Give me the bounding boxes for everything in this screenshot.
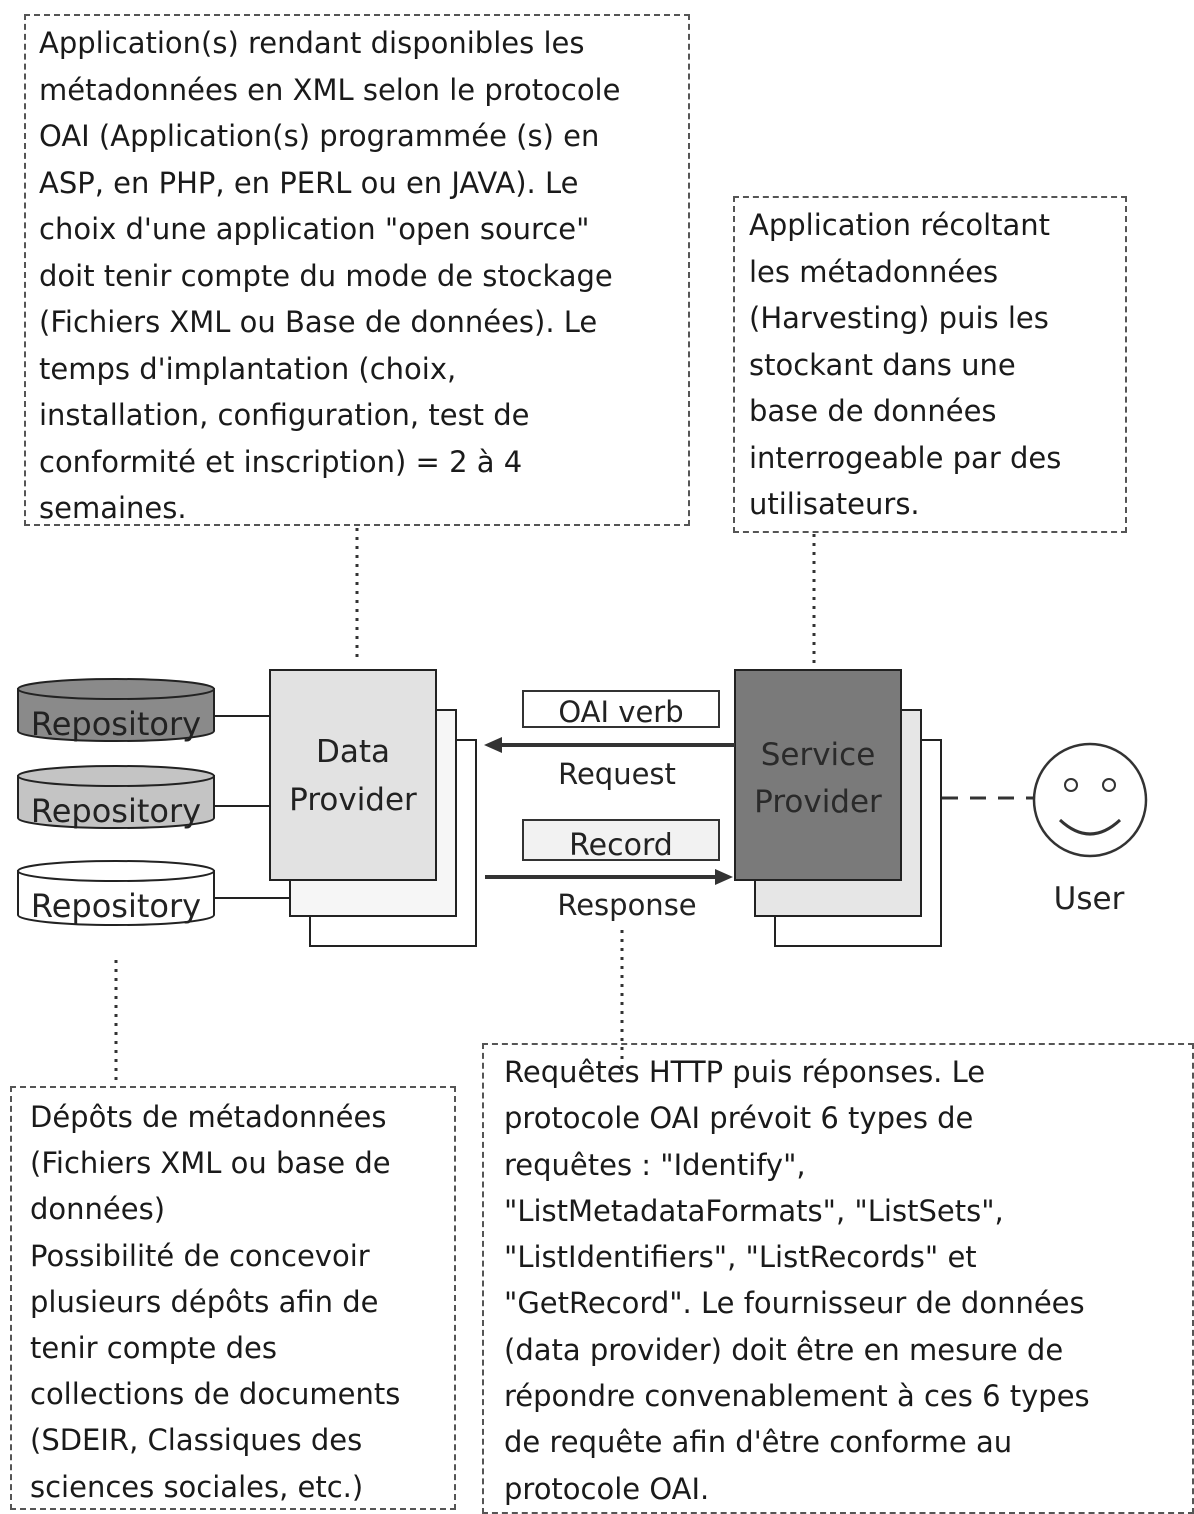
note-http-requests: Requêtes HTTP puis réponses. Le protocol… [482, 1043, 1194, 1514]
repository-2-label: Repository [31, 792, 201, 830]
user-figure: User [1032, 742, 1148, 917]
oai-verb-tag [522, 690, 720, 728]
response-arrow-head [715, 869, 733, 885]
response-label: Response [557, 888, 696, 922]
service-provider: Service Provider [734, 669, 942, 947]
response-flow: Record Response [485, 819, 733, 922]
repository-3-label: Repository [31, 887, 201, 925]
service-provider-label-line1: Service [761, 737, 876, 773]
repository-3: Repository [17, 860, 215, 926]
data-provider-label-line1: Data [316, 734, 390, 770]
data-provider: Data Provider [269, 669, 477, 947]
user-face-icon [1032, 742, 1148, 858]
repository-1-top [17, 678, 215, 700]
user-smile-icon [1058, 818, 1122, 836]
note-repositories: Dépôts de métadonnées (Fichiers XML ou b… [10, 1086, 456, 1510]
record-label: Record [569, 828, 673, 863]
service-provider-label-line2: Provider [754, 784, 882, 820]
user-right-eye-icon [1102, 778, 1116, 792]
user-left-eye-icon [1064, 778, 1078, 792]
repository-3-body [17, 870, 215, 926]
repository-2-top [17, 765, 215, 787]
data-provider-front [269, 669, 437, 881]
repository-1-body [17, 688, 215, 742]
request-flow: OAI verb Request [484, 690, 735, 791]
repository-1-label: Repository [31, 705, 201, 743]
oai-verb-label: OAI verb [558, 695, 683, 729]
request-label: Request [558, 757, 676, 791]
repository-3-top [17, 860, 215, 882]
note-data-provider-application: Application(s) rendant disponibles les m… [24, 14, 690, 526]
repository-2-body [17, 775, 215, 829]
data-provider-label-line2: Provider [289, 782, 417, 818]
repository-stack: Repository Repository Repository [17, 678, 215, 926]
record-tag [522, 819, 720, 861]
service-provider-front [734, 669, 902, 881]
repository-1: Repository [17, 678, 215, 743]
repository-2: Repository [17, 765, 215, 830]
request-arrow-head [484, 737, 502, 753]
note-service-provider-application: Application récoltant les métadonnées (H… [733, 196, 1127, 533]
user-label: User [1054, 881, 1125, 917]
